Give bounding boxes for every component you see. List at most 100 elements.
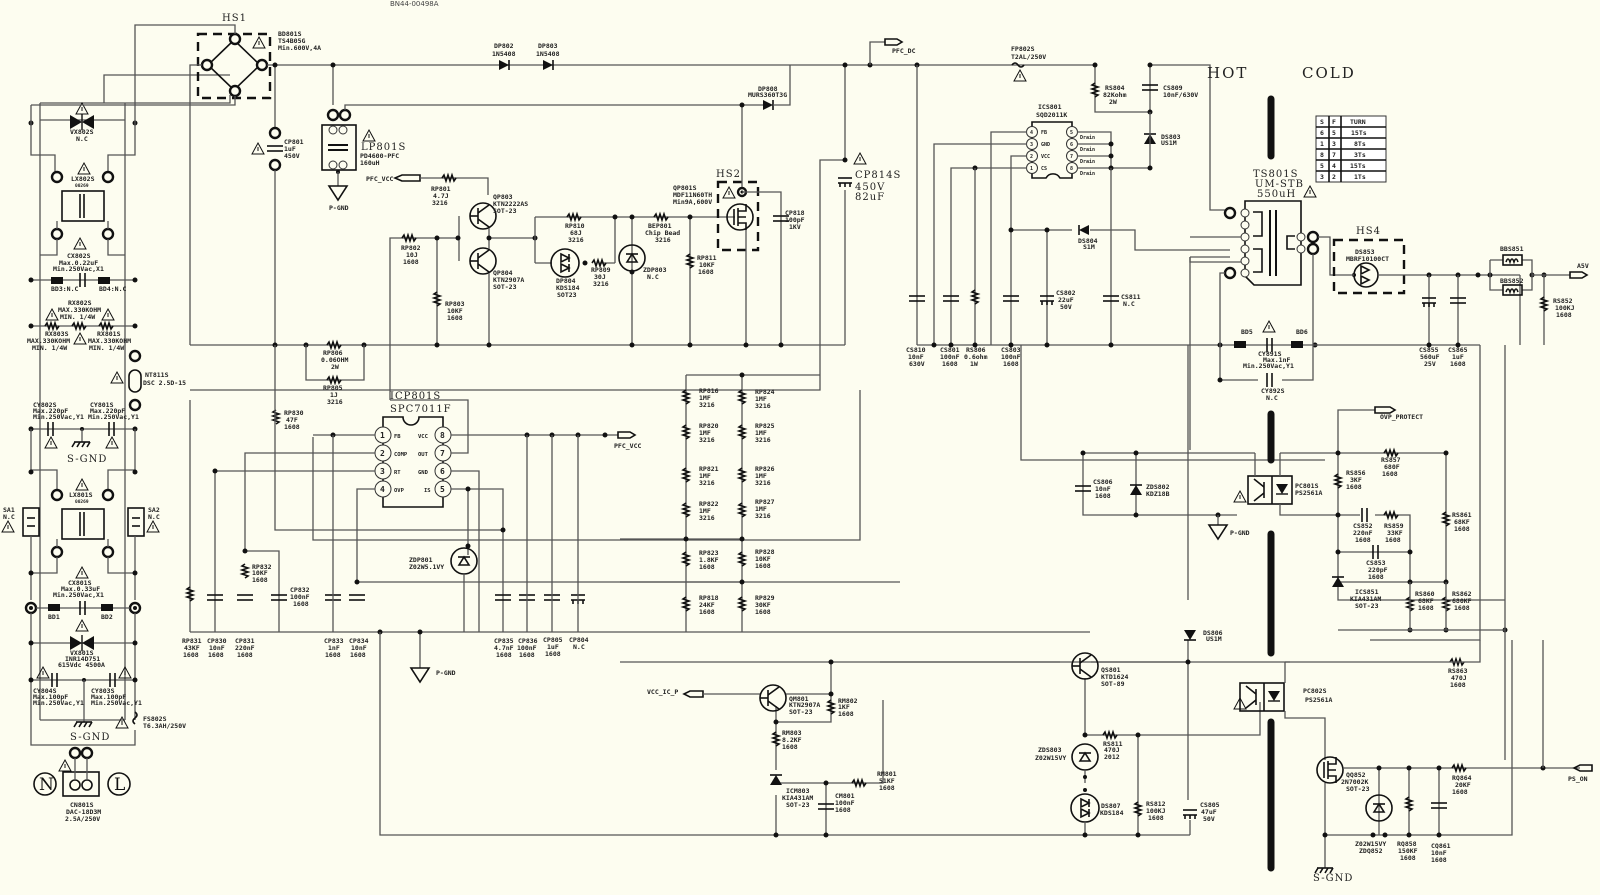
winding-row5-f: 2 — [1332, 173, 1336, 181]
ds806-part: US1M — [1206, 635, 1222, 643]
rm801-value: 51KF — [879, 777, 895, 785]
rp823-pkg: 1608 — [699, 563, 715, 571]
cy803s-cap: Max.100pF — [91, 693, 126, 701]
sa1-value: N.C — [3, 513, 15, 521]
icp801s-pin8-num: 8 — [440, 431, 445, 440]
winding-row3-s: 8 — [1320, 151, 1324, 159]
cy803s-rating: Min.250Vac,Y1 — [91, 699, 142, 707]
cs805-ref: CS805 — [1200, 801, 1220, 809]
cp814s-ref: CP814S — [855, 170, 901, 181]
rp827-pkg: 3216 — [755, 512, 771, 520]
cs865-cap: 1uF — [1452, 353, 1464, 361]
icp801s-pin3-name: RT — [394, 470, 401, 476]
winding-row5-turn: 1Ts — [1354, 173, 1366, 181]
rp827-ref: RP827 — [755, 498, 775, 506]
cm801-pkg: 1608 — [835, 806, 851, 814]
rp831-ref: RP831 — [182, 637, 202, 645]
zdp801-part: Z02W5.1VY — [409, 563, 444, 571]
cp836-cap: 100nF — [517, 644, 537, 652]
cy803s-ref: CY803S — [91, 687, 115, 695]
cx801s-cap: Max.0.33uF — [61, 585, 100, 593]
cs810-ref: CS810 — [906, 346, 926, 354]
icp801s-pin5-num: 5 — [440, 485, 445, 494]
ds853-ref: DS853 — [1355, 248, 1375, 256]
cy891s-cap: Max.1nF — [1263, 356, 1290, 364]
pfc-dc-label: PFC_DC — [892, 47, 916, 55]
icp801s-pin7-name: OUT — [418, 452, 429, 458]
rp830-pkg: 1608 — [284, 423, 300, 431]
s-gnd-label-2: S-GND — [70, 732, 110, 743]
cp836-ref: CP836 — [518, 637, 538, 645]
rp802-ref: RP802 — [401, 244, 421, 252]
rm803-pkg: 1608 — [782, 743, 798, 751]
rp830-ref: RP830 — [284, 409, 304, 417]
sa1-ref: SA1 — [3, 506, 15, 514]
bep801-ref: BEP801 — [648, 222, 672, 230]
cs853-ref: CS853 — [1366, 559, 1386, 567]
rs859-ref: RS859 — [1384, 522, 1404, 530]
qq852-part: 2N7002K — [1341, 778, 1368, 786]
rp810-pkg: 3216 — [568, 236, 584, 244]
rs859-pkg: 1608 — [1385, 536, 1401, 544]
rp825-ref: RP825 — [755, 422, 775, 430]
rp832-ref: RP832 — [252, 563, 272, 571]
ics801-pin2-num: 2 — [1030, 154, 1033, 160]
qp804-part: KTN2907A — [493, 276, 524, 284]
a5v-label: A5V — [1577, 262, 1589, 270]
fp802s-ref: FP802S — [1011, 45, 1035, 53]
ics801-pin2-name: VCC — [1041, 154, 1050, 160]
bep801-pkg: 3216 — [655, 236, 671, 244]
rs804-value: 82Kohm — [1103, 91, 1127, 99]
rs861-ref: RS861 — [1452, 511, 1472, 519]
ics801-pins: 4 3 2 1 5 6 7 8 FB GND VCC CS Drain Drai… — [1026, 126, 1095, 177]
rs856-pkg: 1608 — [1346, 483, 1362, 491]
sa2-value: N.C — [148, 513, 160, 521]
rx801s-value: MAX.330KOHM — [88, 337, 131, 345]
cy802s-rating: Min.250Vac,Y1 — [33, 413, 84, 421]
rq858-pkg: 1608 — [1400, 854, 1416, 862]
ds804-part: S1M — [1083, 243, 1095, 251]
vx802s-value: N.C — [76, 135, 88, 143]
cp805-pkg: 1608 — [545, 650, 561, 658]
zds803-part: Z02W15VY — [1035, 754, 1066, 762]
part-number: BN44-00498A — [390, 0, 439, 8]
rp826-pkg: 3216 — [755, 479, 771, 487]
bd1-label: BD1 — [48, 613, 60, 621]
cx801s-ref: CX801S — [68, 579, 92, 587]
rx802s-ref: RX802S — [68, 299, 92, 307]
qm801-pkg: SOT-23 — [789, 708, 813, 716]
vx801s-ref: VX801S — [70, 649, 94, 657]
qm801-ref: QM801 — [789, 695, 809, 703]
rp824-pkg: 3216 — [755, 402, 771, 410]
rp825-pkg: 3216 — [755, 436, 771, 444]
winding-row4-turn: 15Ts — [1350, 162, 1366, 170]
cs801-pkg: 1608 — [942, 360, 958, 368]
ics851-part: KIA431AM — [1350, 595, 1381, 603]
rp831-value: 43KF — [184, 644, 200, 652]
rx802s-power: MIN. 1/4W — [60, 313, 95, 321]
rs806-ref: RS806 — [966, 346, 986, 354]
ics851-pkg: SOT-23 — [1355, 602, 1379, 610]
ics801-pin1-name: CS — [1041, 166, 1047, 172]
live-terminal-label: L — [114, 775, 125, 795]
rp823-ref: RP823 — [699, 549, 719, 557]
cx802s-ref: CX802S — [67, 252, 91, 260]
bd2-label: BD2 — [101, 613, 113, 621]
rp821-ref: RP821 — [699, 465, 719, 473]
ovp-protect-label: OVP_PROTECT — [1380, 413, 1423, 421]
rp822-ref: RP822 — [699, 500, 719, 508]
rp805-value: 1J — [330, 391, 338, 399]
rx803s-ref: RX803S — [45, 330, 69, 338]
rs806-power: 1W — [970, 360, 978, 368]
rp827-value: 1MF — [755, 505, 767, 513]
ds853-part: MBRF10100CT — [1346, 255, 1389, 263]
rp818-ref: RP818 — [699, 594, 719, 602]
qs801-part: KTD1624 — [1101, 673, 1128, 681]
winding-table-header-f: F — [1332, 118, 1336, 126]
cn801s-part: DAC-18D3M — [66, 808, 101, 816]
vx802s-ref: VX802S — [70, 128, 94, 136]
winding-row5-s: 3 — [1320, 173, 1324, 181]
cs806-cap: 10nF — [1095, 485, 1111, 493]
rs852-value: 100KJ — [1555, 304, 1575, 312]
rs861-pkg: 1608 — [1454, 525, 1470, 533]
